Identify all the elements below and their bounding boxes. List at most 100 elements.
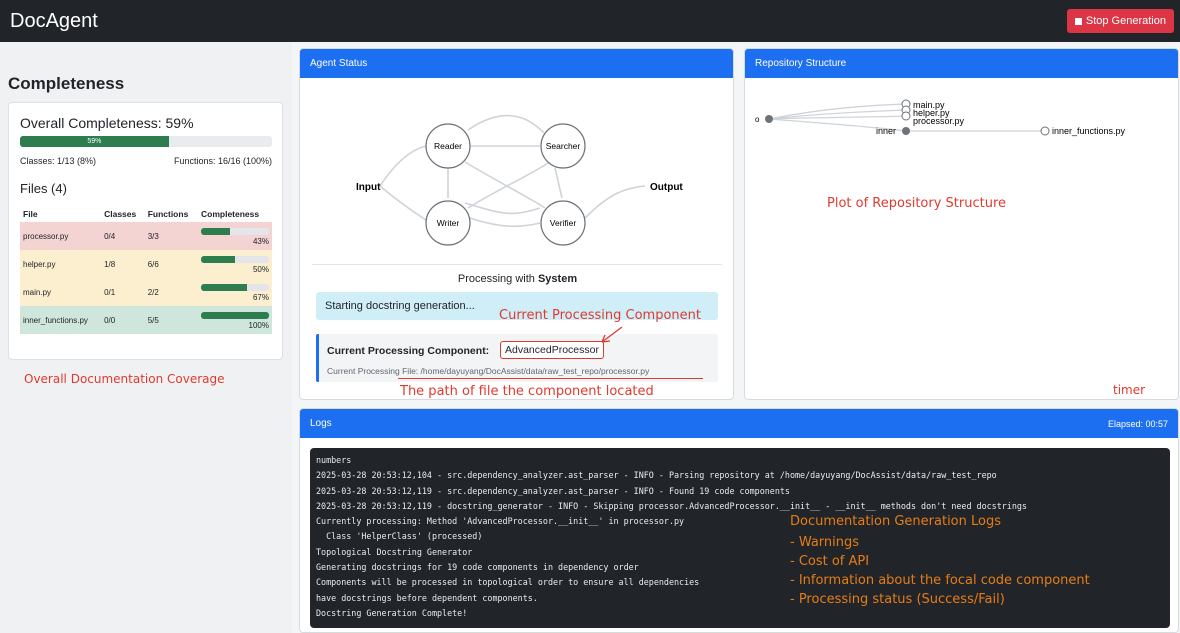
header-classes: Classes [104, 208, 137, 219]
annotation-logs-title: Documentation Generation Logs [790, 514, 1001, 529]
file-progress-bar [201, 312, 269, 319]
edge-writer-verifier [469, 217, 541, 228]
file-completeness: 67% [198, 278, 272, 306]
top-navbar: DocAgent Stop Generation [0, 0, 1180, 42]
repo-node-main-label: main.py [913, 100, 945, 110]
annotation-arrow-icon [601, 326, 623, 343]
stop-generation-button[interactable]: Stop Generation [1066, 9, 1174, 33]
files-table: File Classes Functions Completeness proc… [20, 205, 272, 334]
agent-status-title: Agent Status [310, 58, 368, 69]
repo-node-inner [902, 127, 910, 135]
header-file: File [23, 208, 38, 219]
file-classes: 1/8 [101, 250, 145, 278]
log-line: Topological Docstring Generator [316, 546, 473, 557]
file-progress-fill [201, 312, 269, 319]
log-line: Components will be processed in topologi… [316, 577, 700, 588]
annotation-repo-plot: Plot of Repository Structure [827, 196, 1007, 211]
file-progress-bar [201, 284, 269, 291]
processing-divider [312, 264, 722, 265]
edge-root-main [768, 103, 906, 120]
file-progress-fill [201, 228, 231, 235]
file-progress-fill [201, 284, 247, 291]
stop-generation-label: Stop Generation [1085, 15, 1166, 27]
annotation-file-path: The path of file the component located [400, 384, 654, 399]
log-line: Docstring Generation Complete! [316, 607, 468, 618]
annotation-logs-item: - Cost of API [790, 554, 870, 569]
log-output[interactable]: numbers 2025-03-28 20:53:12,104 - src.dep… [310, 448, 1170, 628]
repo-node-helper-label: helper.py [913, 108, 950, 118]
repo-node-inner-label: inner [876, 126, 896, 136]
log-line: Generating docstrings for 19 code compon… [316, 562, 639, 573]
overall-progress-fill: 59% [20, 136, 169, 147]
processing-prefix: Processing with [457, 273, 538, 285]
file-classes: 0/1 [101, 278, 145, 306]
edge-writer-verifier-2 [464, 202, 541, 215]
file-name: inner_functions.py [20, 306, 102, 334]
log-line: numbers [316, 455, 352, 465]
annotation-logs-item: - Information about the focal code compo… [790, 573, 1090, 588]
edge-reader-verifier [464, 161, 546, 209]
processing-with: Processing with System [300, 273, 733, 285]
node-output-label: Output [650, 182, 683, 193]
files-title: Files (4) [20, 181, 67, 196]
current-file-path: Current Processing File: /home/dayuyang/… [327, 366, 650, 376]
file-name: helper.py [20, 250, 102, 278]
file-completeness-label: 67% [252, 293, 269, 302]
header-completeness: Completeness [201, 208, 260, 219]
file-completeness: 50% [198, 250, 272, 278]
log-line: Class 'HelperClass' (processed) [316, 531, 483, 542]
file-classes: 0/0 [101, 306, 145, 334]
file-classes: 0/4 [101, 222, 145, 250]
log-line: Currently processing: Method 'AdvancedPr… [316, 516, 685, 527]
file-name: main.py [20, 278, 102, 306]
log-line: 2025-03-28 20:53:12,119 - docstring_gene… [316, 500, 1027, 511]
current-component-label: Current Processing Component: [327, 345, 490, 357]
file-functions: 3/3 [144, 222, 198, 250]
file-progress-bar [201, 228, 269, 235]
annotation-logs-item: - Warnings [790, 535, 860, 550]
repo-node-processor-label: processor.py [913, 116, 965, 126]
repository-structure-panel: Repository Structure o main.py helper.py… [744, 48, 1179, 400]
file-completeness-label: 100% [248, 321, 269, 330]
log-line: 2025-03-28 20:53:12,104 - src.dependency… [316, 470, 997, 481]
node-writer-label: Writer [437, 218, 460, 228]
elapsed-timer: Elapsed: 00:57 [1107, 418, 1168, 429]
file-functions: 2/2 [144, 278, 198, 306]
completeness-card: Overall Completeness: 59% 59% Classes: 1… [8, 102, 283, 360]
node-verifier-label: Verifier [550, 218, 577, 228]
edge-verifier-output [584, 185, 646, 219]
annotation-logs-list: - Warnings - Cost of API - Information abo… [790, 533, 1090, 609]
stop-icon [1074, 17, 1082, 25]
agent-status-header: Agent Status [300, 49, 733, 78]
file-completeness-label: 50% [252, 265, 269, 274]
file-completeness: 43% [198, 222, 272, 250]
agent-status-panel: Agent Status Reader Searcher Writer [299, 48, 734, 400]
overall-progress-bar: 59% [20, 136, 272, 147]
node-writer: Writer [425, 200, 471, 246]
edge-reader-searcher-arc [467, 114, 545, 134]
annotation-underline [398, 378, 703, 379]
edge-input-reader [379, 145, 427, 187]
classes-stat: Classes: 1/13 (8%) [20, 156, 97, 166]
annotation-current-component: Current Processing Component [499, 308, 701, 323]
overall-completeness-label: Overall Completeness: 59% [20, 115, 194, 131]
node-searcher-label: Searcher [546, 141, 581, 151]
repo-node-inner-functions [1040, 126, 1050, 136]
repo-node-inner-functions-label: inner_functions.py [1052, 126, 1126, 136]
file-functions: 6/6 [144, 250, 198, 278]
node-reader-label: Reader [434, 141, 462, 151]
repository-structure-title: Repository Structure [755, 58, 847, 69]
processing-agent: System [537, 273, 578, 285]
agent-graph: Reader Searcher Writer Verifier Input Ou… [356, 114, 683, 246]
edge-root-processor [768, 115, 906, 120]
repository-graph: o main.py helper.py processor.py inner i… [755, 99, 1126, 136]
annotation-coverage: Overall Documentation Coverage [24, 372, 225, 386]
starting-alert: Starting docstring generation... [316, 292, 718, 320]
file-completeness: 100% [198, 306, 272, 334]
logs-title: Logs [310, 418, 332, 429]
app-title: DocAgent [10, 9, 98, 32]
functions-stat: Functions: 16/16 (100%) [173, 156, 272, 166]
